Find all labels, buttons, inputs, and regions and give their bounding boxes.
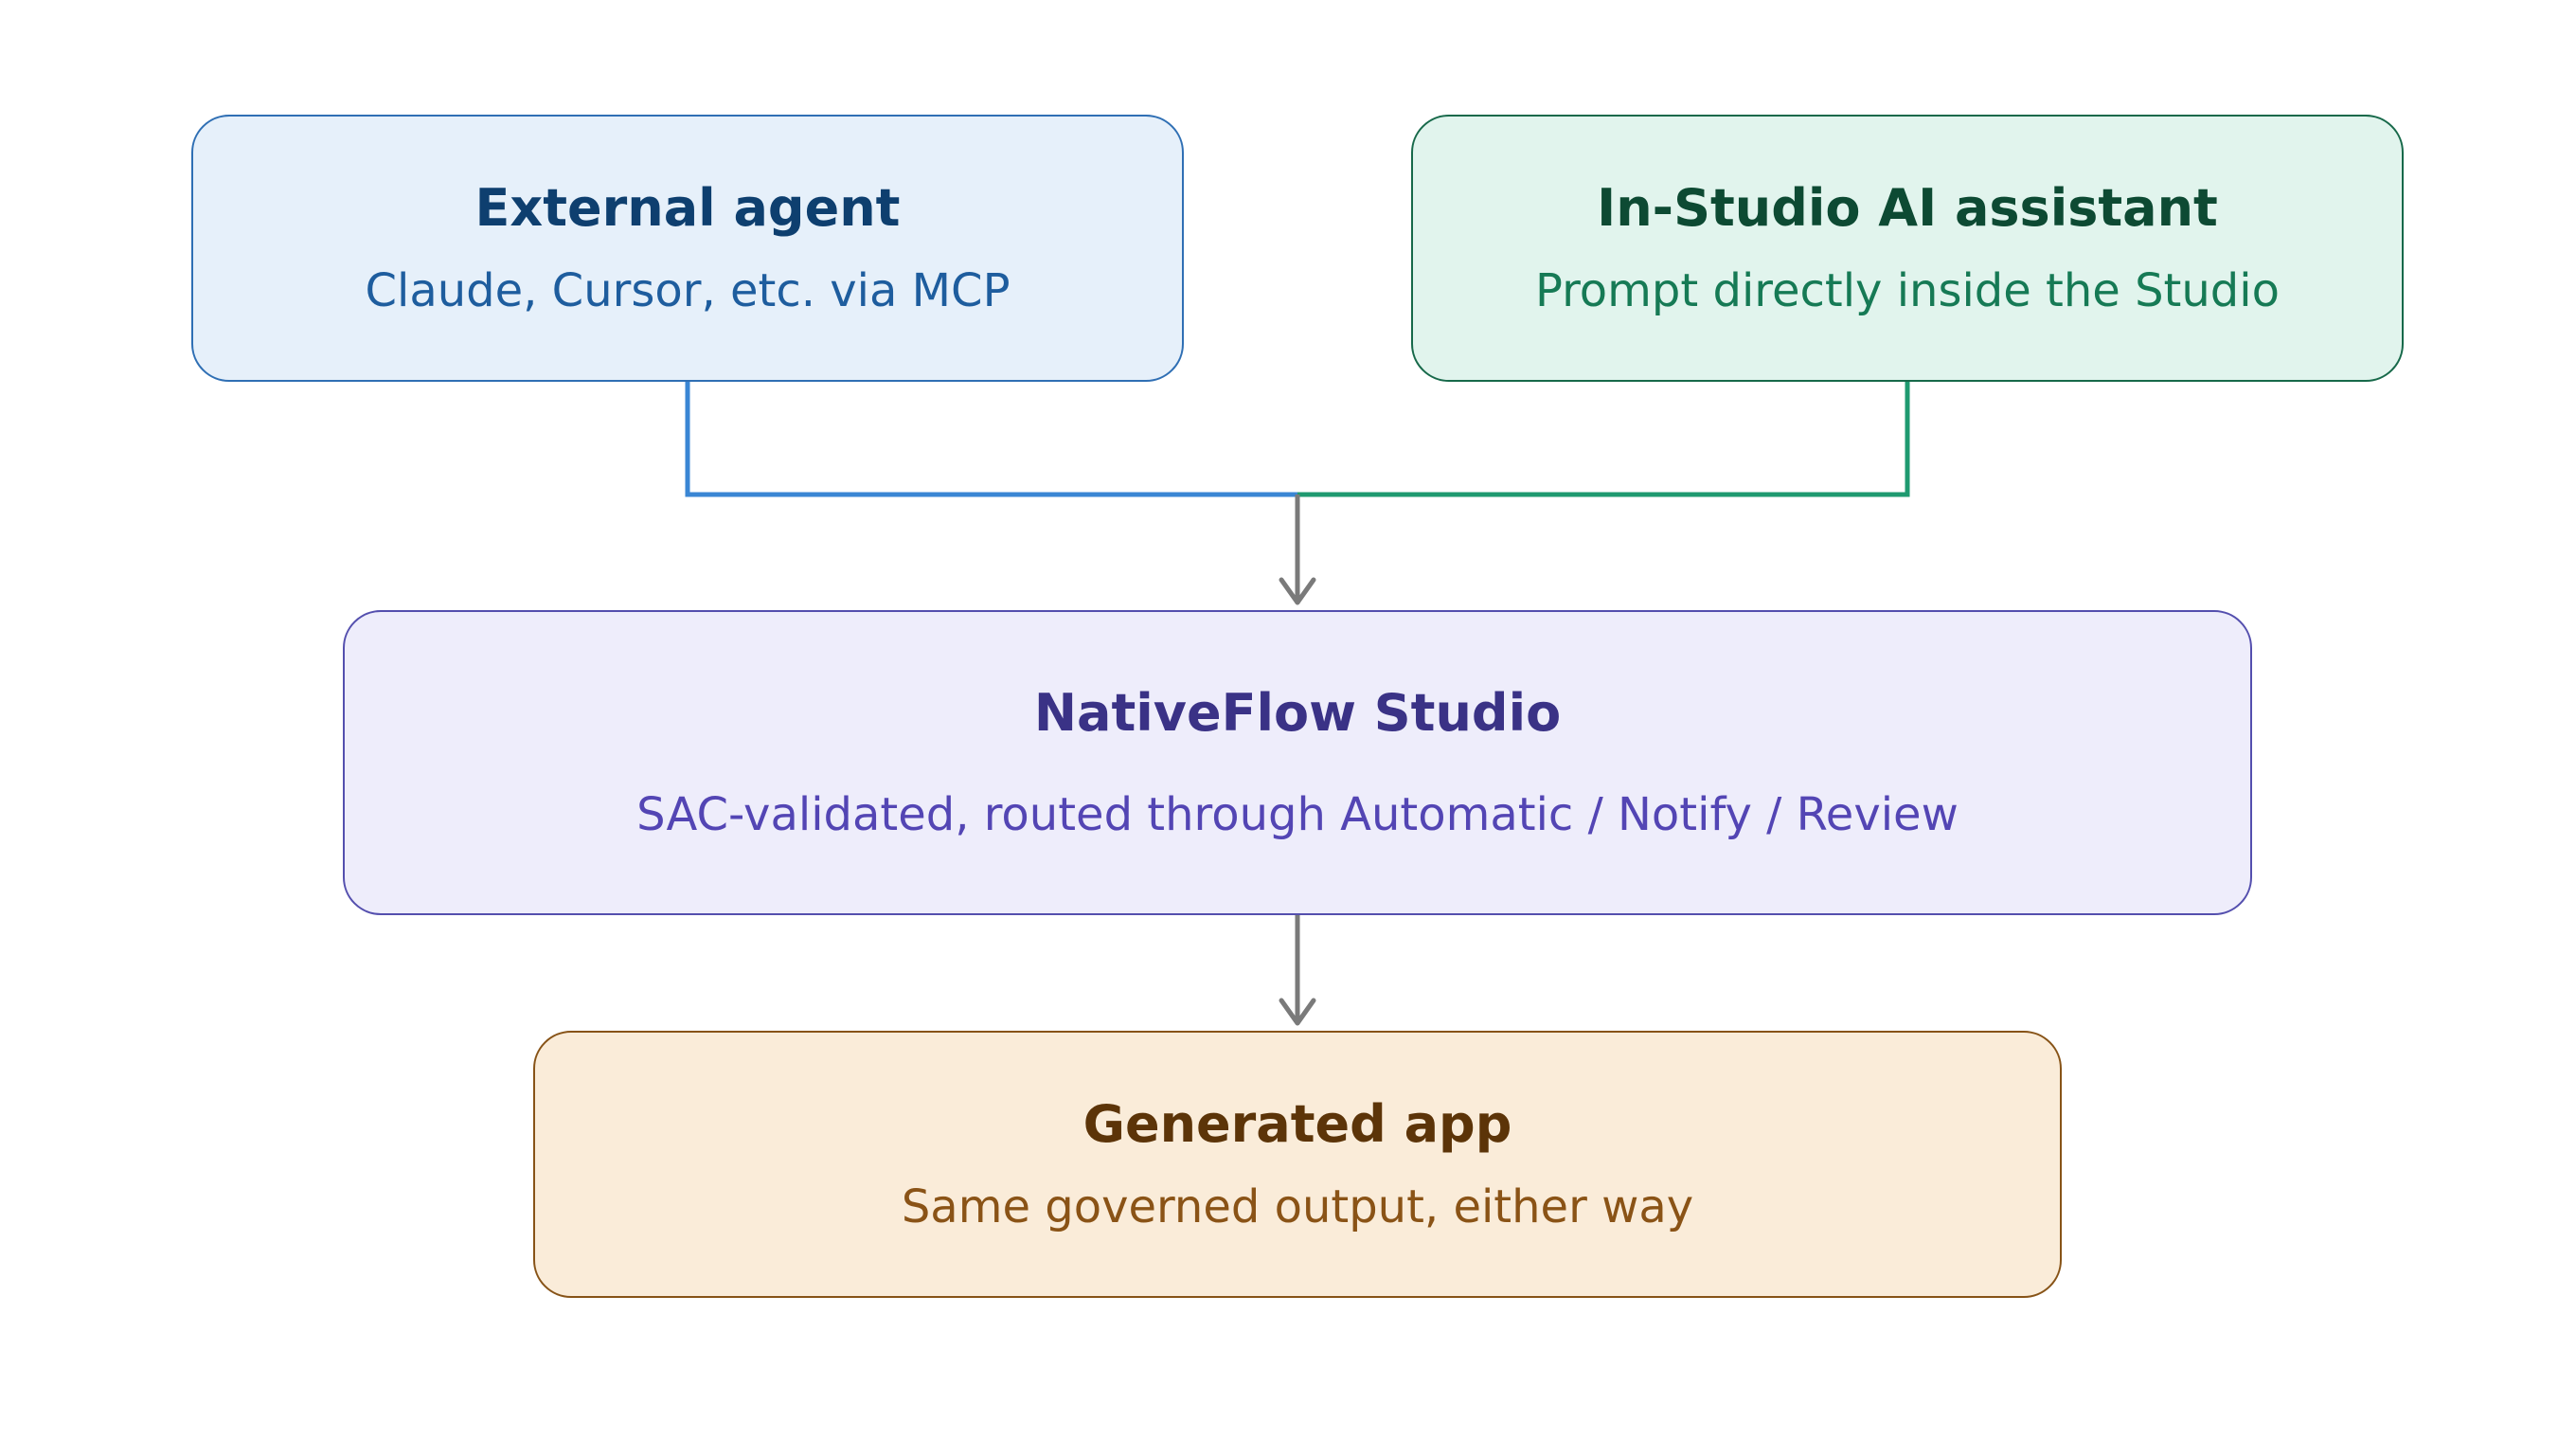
studio-to-app-arrow-head — [1279, 998, 1316, 1026]
external-agent-connector — [685, 382, 1297, 497]
nativeflow-studio-node: NativeFlow Studio SAC-validated, routed … — [343, 610, 2252, 915]
external-agent-subtitle: Claude, Cursor, etc. via MCP — [365, 263, 1011, 317]
in-studio-assistant-title: In-Studio AI assistant — [1597, 177, 2218, 238]
in-studio-assistant-node: In-Studio AI assistant Prompt directly i… — [1411, 115, 2404, 382]
generated-app-title: Generated app — [1082, 1093, 1512, 1154]
nativeflow-studio-title: NativeFlow Studio — [1033, 682, 1562, 743]
generated-app-node: Generated app Same governed output, eith… — [533, 1031, 2062, 1298]
merge-arrow-head — [1279, 577, 1316, 605]
external-agent-title: External agent — [474, 177, 901, 238]
generated-app-subtitle: Same governed output, either way — [901, 1179, 1694, 1233]
in-studio-assistant-subtitle: Prompt directly inside the Studio — [1535, 263, 2280, 317]
nativeflow-studio-subtitle: SAC-validated, routed through Automatic … — [636, 787, 1959, 841]
external-agent-node: External agent Claude, Cursor, etc. via … — [191, 115, 1184, 382]
in-studio-assistant-connector — [1297, 382, 1910, 497]
